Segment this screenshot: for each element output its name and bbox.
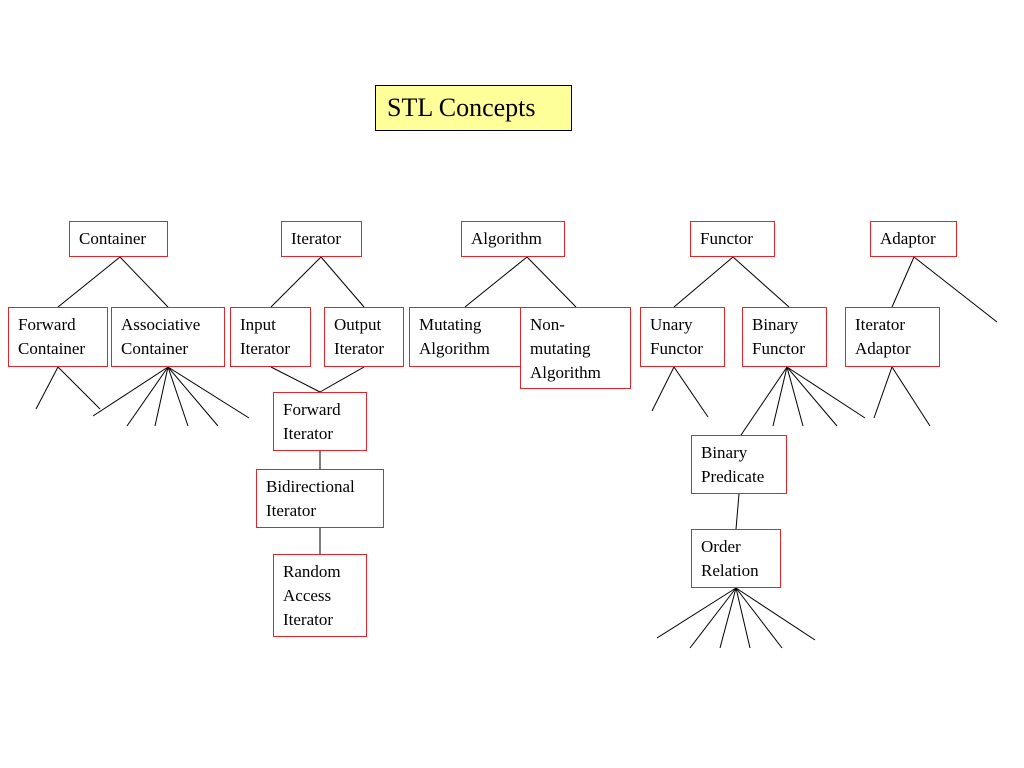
subconcept-stub-line bbox=[735, 587, 816, 641]
node-label-line: Output bbox=[334, 315, 382, 334]
node-label-line: Functor bbox=[752, 339, 805, 358]
node-label-line: Bidirectional bbox=[266, 477, 355, 496]
node-label-line: Mutating bbox=[419, 315, 482, 334]
edge-container-to-forward-container bbox=[57, 256, 121, 308]
node-label-line: Adaptor bbox=[855, 339, 911, 358]
subconcept-stub-line bbox=[891, 366, 931, 427]
node-label-line: Order bbox=[701, 537, 741, 556]
edge-algorithm-to-non-mutating-algorithm bbox=[526, 256, 577, 308]
node-label-line: Forward bbox=[283, 400, 341, 419]
subconcept-stub-line bbox=[873, 366, 893, 419]
node-label-line: Input bbox=[240, 315, 276, 334]
subconcept-stub-line bbox=[786, 366, 804, 427]
subconcept-stub-line bbox=[689, 587, 737, 649]
node-label-line: Iterator bbox=[334, 339, 385, 358]
node-label-line: Iterator bbox=[283, 424, 334, 443]
node-label-line: Unary bbox=[650, 315, 693, 334]
node-adaptor: Adaptor bbox=[870, 221, 957, 257]
node-label-line: mutating bbox=[530, 339, 591, 358]
subconcept-stub-line bbox=[786, 366, 866, 419]
node-functor: Functor bbox=[690, 221, 775, 257]
subconcept-stub-line bbox=[167, 366, 219, 427]
subconcept-stub-line bbox=[913, 256, 998, 323]
node-label-line: Iterator bbox=[266, 501, 317, 520]
node-label-line: Iterator bbox=[291, 229, 342, 248]
node-label-line: Container bbox=[121, 339, 189, 358]
subconcept-stub-line bbox=[35, 366, 59, 410]
node-label-line: Non- bbox=[530, 315, 565, 334]
node-label-line: Random bbox=[283, 562, 341, 581]
edge-functor-to-unary-functor bbox=[673, 256, 734, 308]
edge-output-iterator-to-forward-iterator bbox=[319, 366, 365, 393]
subconcept-stub-line bbox=[772, 366, 788, 427]
edge-binary-predicate-to-order-relation bbox=[735, 493, 740, 530]
edge-container-to-associative-container bbox=[119, 256, 169, 308]
node-label-line: Access bbox=[283, 586, 332, 605]
node-label-line: Algorithm bbox=[530, 363, 601, 382]
node-label-line: Algorithm bbox=[419, 339, 490, 358]
subconcept-stub-line bbox=[57, 366, 101, 410]
node-label-line: Relation bbox=[701, 561, 759, 580]
subconcept-stub-line bbox=[126, 366, 169, 427]
diagram-title: STL Concepts bbox=[375, 85, 572, 131]
node-algorithm: Algorithm bbox=[461, 221, 565, 257]
node-container: Container bbox=[69, 221, 168, 257]
node-label-line: Binary bbox=[701, 443, 748, 462]
edge-binary-functor-to-binary-predicate bbox=[740, 366, 788, 436]
edge-input-iterator-to-forward-iterator bbox=[270, 366, 321, 393]
edge-functor-to-binary-functor bbox=[732, 256, 790, 308]
subconcept-stub-line bbox=[92, 366, 169, 417]
edge-iterator-to-output-iterator bbox=[320, 256, 365, 308]
node-label-line: Functor bbox=[700, 229, 753, 248]
subconcept-stub-line bbox=[735, 587, 783, 649]
subconcept-stub-line bbox=[651, 366, 675, 412]
node-label-line: Functor bbox=[650, 339, 703, 358]
subconcept-stub-line bbox=[656, 587, 737, 639]
subconcept-stub-line bbox=[673, 366, 709, 418]
node-label-line: Adaptor bbox=[880, 229, 936, 248]
edge-algorithm-to-mutating-algorithm bbox=[464, 256, 528, 308]
node-label-line: Container bbox=[18, 339, 86, 358]
node-label-line: Binary bbox=[752, 315, 799, 334]
node-label-line: Forward bbox=[18, 315, 76, 334]
subconcept-stub-line bbox=[735, 587, 751, 649]
node-iterator: Iterator bbox=[281, 221, 362, 257]
subconcept-stub-line bbox=[154, 366, 169, 427]
subconcept-stub-line bbox=[167, 366, 250, 419]
edge-iterator-to-input-iterator bbox=[270, 256, 322, 308]
node-label-line: Iterator bbox=[283, 610, 334, 629]
edge-adaptor-to-iterator-adaptor bbox=[891, 256, 915, 308]
node-label-line: Associative bbox=[121, 315, 201, 334]
node-label-line: Algorithm bbox=[471, 229, 542, 248]
subconcept-stub-line bbox=[167, 366, 189, 427]
node-label-line: Container bbox=[79, 229, 147, 248]
subconcept-stub-line bbox=[786, 366, 838, 427]
node-label-line: Iterator bbox=[240, 339, 291, 358]
node-label-line: Predicate bbox=[701, 467, 765, 486]
node-label-line: Iterator bbox=[855, 315, 906, 334]
subconcept-stub-line bbox=[719, 587, 737, 649]
